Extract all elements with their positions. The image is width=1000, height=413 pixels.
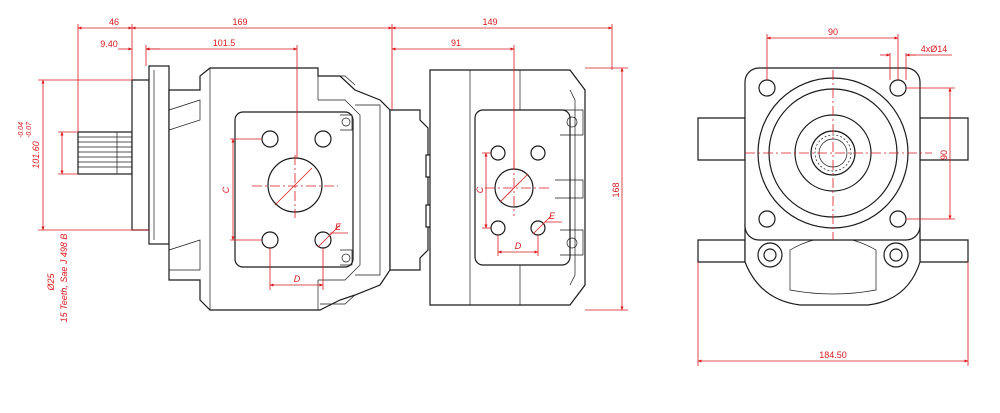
dim-184-50-label: 184.50 <box>819 350 847 360</box>
dim-90-top-label: 90 <box>828 27 838 37</box>
port-front-d-label: D <box>294 274 301 284</box>
front-view-dimensions: 90 4xØ14 90 184.50 <box>697 27 969 366</box>
front-view <box>697 67 969 306</box>
dim-9-40-label: 9.40 <box>100 39 118 49</box>
port-rear-e-label: E <box>549 211 556 221</box>
port-front-c-label: C <box>221 186 231 193</box>
side-view-dimensions: 46 169 149 9.40 101.5 91 168 101.60 -0.0… <box>18 17 628 322</box>
dim-46-label: 46 <box>109 17 119 27</box>
port-front-e-label: E <box>335 222 342 232</box>
dim-101-60-label: 101.60 <box>31 141 41 169</box>
dim-149-label: 149 <box>482 17 497 27</box>
dim-169-label: 169 <box>232 17 247 27</box>
dim-91-label: 91 <box>451 38 461 48</box>
splined-shaft <box>77 131 133 175</box>
dim-101-5-label: 101.5 <box>213 38 236 48</box>
tolerance-upper: -0.04 <box>18 122 25 138</box>
rear-pump-section <box>429 69 586 306</box>
dim-168-label: 168 <box>611 182 621 197</box>
port-rear-c-label: C <box>475 186 485 193</box>
side-view <box>77 65 586 311</box>
dim-4x14-label: 4xØ14 <box>921 44 948 54</box>
front-pump-section <box>168 67 391 311</box>
dim-90-side-label: 90 <box>939 150 949 160</box>
mounting-flange <box>131 65 170 245</box>
port-rear-d-label: D <box>515 241 522 251</box>
shaft-spline-spec: 15 Teeth, Sae J 498 B <box>59 234 69 323</box>
tolerance-lower: -0.07 <box>26 121 33 138</box>
shaft-diameter-label: Ø25 <box>46 273 56 292</box>
